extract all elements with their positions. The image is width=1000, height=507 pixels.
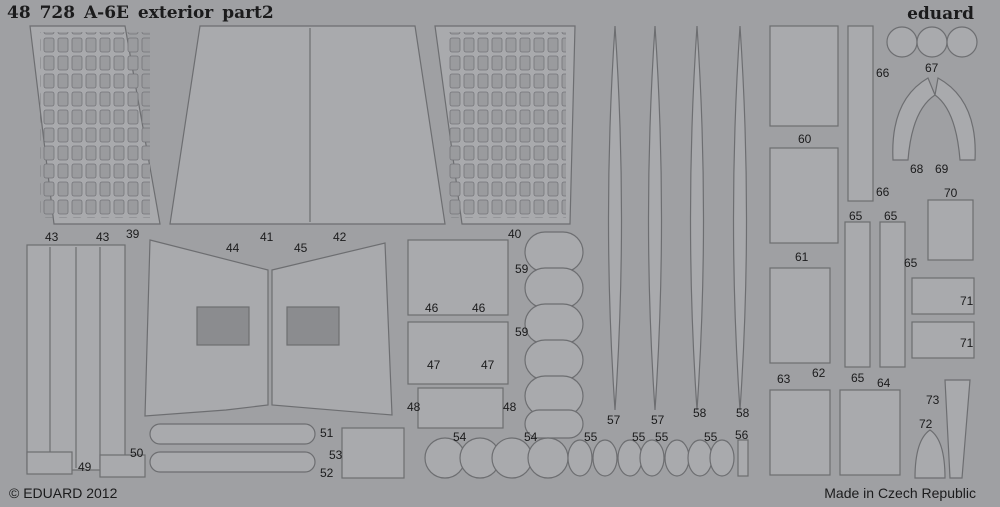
part-label: 69 (935, 162, 949, 176)
part-label: 44 (226, 241, 240, 255)
part-label: 42 (333, 230, 347, 244)
part-label: 48 (503, 400, 517, 414)
part-label: 73 (926, 393, 940, 407)
part-label: 65 (904, 256, 918, 270)
part-71b (911, 321, 975, 359)
part-label: 56 (735, 428, 749, 442)
part-label: 54 (453, 430, 467, 444)
part-46 (407, 239, 509, 316)
part-label: 64 (877, 376, 891, 390)
part-48 (417, 387, 504, 429)
part-50 (99, 454, 146, 478)
brand-logo: eduard (907, 4, 974, 24)
part-strip-57a (607, 25, 623, 411)
part-label: 55 (632, 430, 646, 444)
part-label: 47 (427, 358, 441, 372)
part-label: 54 (524, 430, 538, 444)
part-strip-58a (689, 25, 705, 411)
part-71a (911, 277, 975, 315)
part-strip-57b (647, 25, 663, 411)
part-label: 49 (78, 460, 92, 474)
part-73 (944, 379, 971, 479)
set-part: part2 (222, 3, 274, 23)
part-label: 71 (960, 336, 974, 350)
part-label: 40 (508, 227, 522, 241)
part-label: 60 (798, 132, 812, 146)
part-70 (927, 199, 974, 261)
part-label: 57 (607, 413, 621, 427)
copyright-text: © EDUARD 2012 (9, 485, 118, 501)
part-label: 39 (126, 227, 140, 241)
part-label: 66 (876, 185, 890, 199)
part-61 (769, 147, 839, 244)
part-label: 41 (260, 230, 274, 244)
part-label: 43 (96, 230, 110, 244)
part-label: 57 (651, 413, 665, 427)
part-64 (839, 389, 901, 476)
fret-title: 48 728 A-6E exterior part2 (7, 3, 274, 23)
part-label: 61 (795, 250, 809, 264)
origin-text: Made in Czech Republic (824, 485, 976, 501)
part-label: 65 (849, 209, 863, 223)
part-label: 43 (45, 230, 59, 244)
part-label: 59 (515, 262, 529, 276)
part-label: 46 (425, 301, 439, 315)
part-label: 71 (960, 294, 974, 308)
part-65b (879, 221, 906, 368)
part-label: 63 (777, 372, 791, 386)
set-name: A-6E exterior (83, 3, 214, 23)
part-label: 59 (515, 325, 529, 339)
part-label: 65 (884, 209, 898, 223)
part-discs-54-55 (424, 437, 749, 479)
part-label: 48 (407, 400, 421, 414)
part-60 (769, 25, 839, 127)
part-69 (934, 77, 976, 161)
part-53 (341, 427, 405, 479)
set-number: 48 728 (7, 3, 76, 23)
part-label: 58 (736, 406, 750, 420)
part-label: 50 (130, 446, 144, 460)
part-62 (769, 267, 831, 364)
part-label: 72 (919, 417, 933, 431)
part-label: 51 (320, 426, 334, 440)
part-label: 65 (851, 371, 865, 385)
part-door-panel-41-42 (169, 25, 446, 225)
part-label: 52 (320, 466, 334, 480)
part-rings-59 (524, 231, 584, 439)
part-label: 45 (294, 241, 308, 255)
part-51 (149, 423, 316, 445)
part-label: 47 (481, 358, 495, 372)
part-63 (769, 389, 831, 476)
part-label: 67 (925, 61, 939, 75)
part-label: 55 (584, 430, 598, 444)
part-label: 46 (472, 301, 486, 315)
part-label: 70 (944, 186, 958, 200)
part-label: 53 (329, 448, 343, 462)
part-label: 55 (704, 430, 718, 444)
part-66 (847, 25, 874, 202)
part-label: 55 (655, 430, 669, 444)
part-52 (149, 451, 316, 473)
part-label: 68 (910, 162, 924, 176)
part-label: 66 (876, 66, 890, 80)
part-47 (407, 321, 509, 385)
part-strip-58b (732, 25, 748, 411)
part-72 (914, 429, 946, 479)
part-65a (844, 221, 871, 368)
part-label: 62 (812, 366, 826, 380)
part-67 (886, 26, 978, 58)
part-label: 58 (693, 406, 707, 420)
part-68 (892, 77, 936, 161)
part-49 (26, 451, 73, 475)
